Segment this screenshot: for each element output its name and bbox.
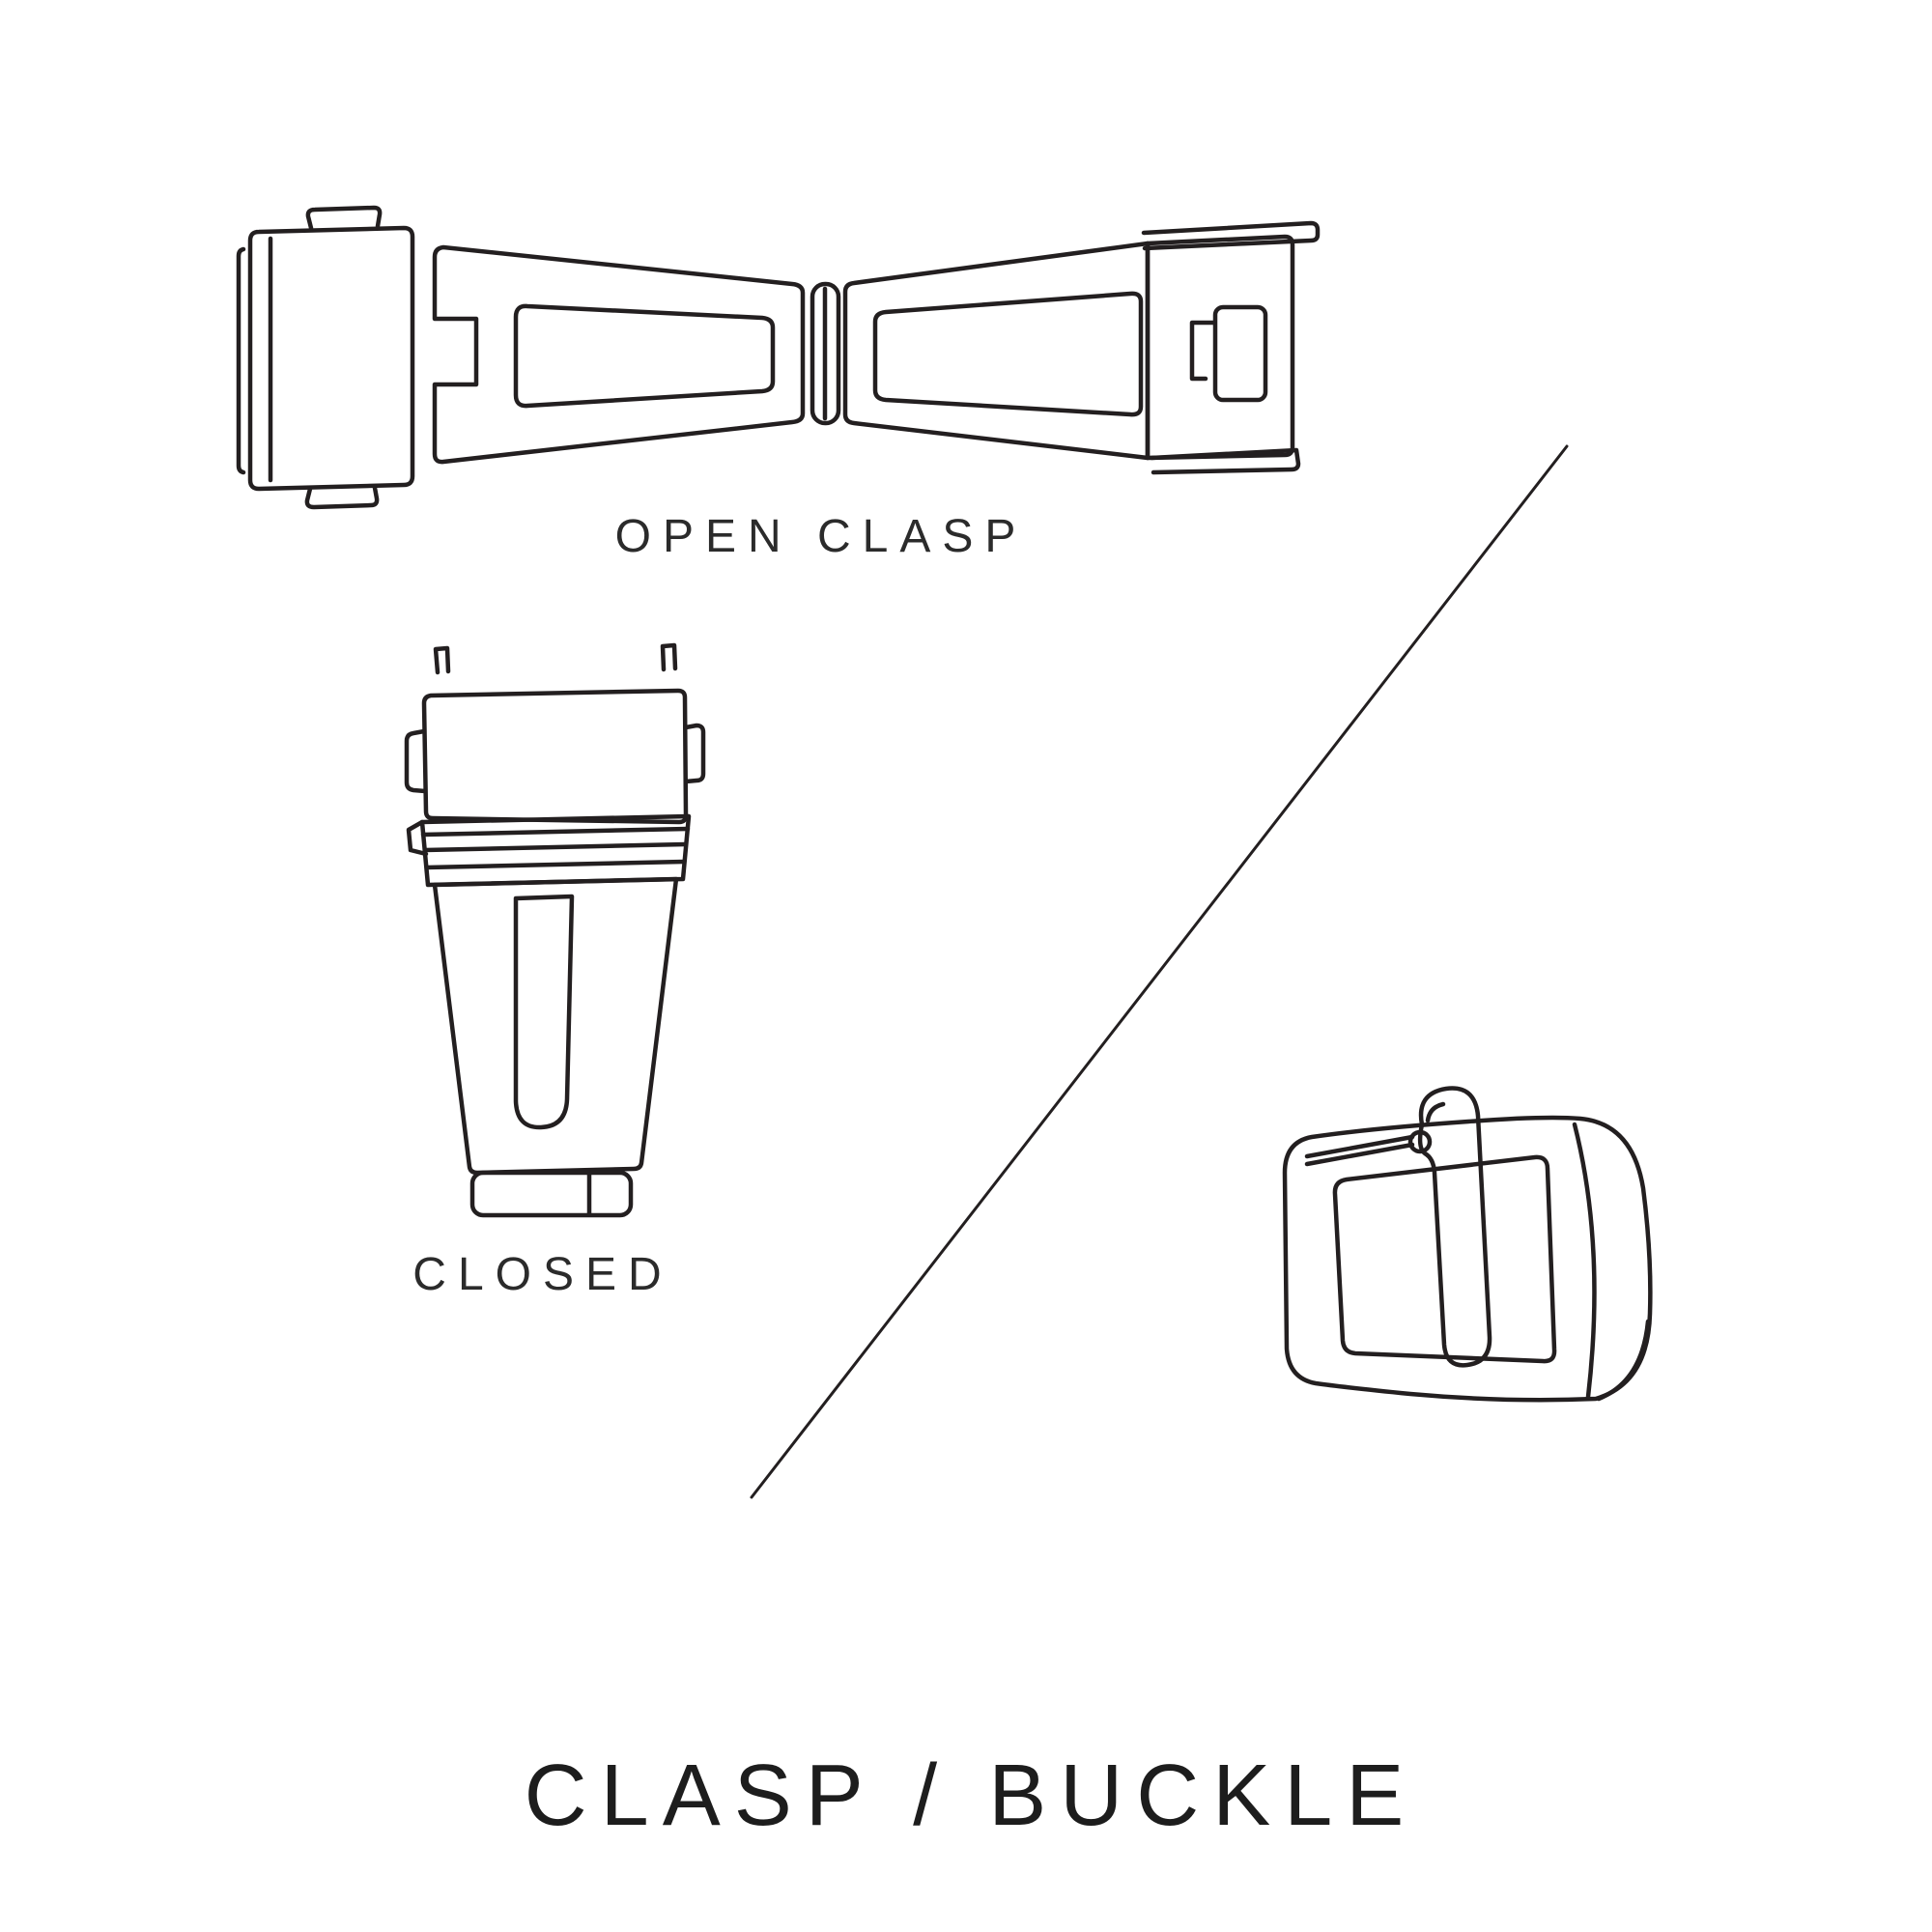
closed-foot (469, 1170, 634, 1218)
clasp-cover-bottom-bump (304, 485, 380, 510)
open-clasp-label: OPEN CLASP (614, 511, 1028, 562)
buckle-illustration (1282, 1086, 1653, 1403)
clasp-cover-left-strip (236, 246, 246, 475)
clasp-end-top-bar (1141, 220, 1321, 251)
closed-clasp-illustration (404, 642, 706, 1218)
closed-band-fold (406, 819, 429, 857)
buckle-tang (1417, 1086, 1492, 1368)
buckle-opening (1332, 1154, 1557, 1364)
closed-band-section (419, 813, 692, 888)
closed-ear-right (683, 723, 706, 784)
closed-top-box (421, 688, 689, 825)
clasp-cover-top-bump (305, 205, 383, 231)
buckle-tang-fold-line (1425, 1101, 1446, 1123)
closed-body-slot (513, 894, 575, 1130)
clasp-end-hook (1189, 320, 1216, 382)
open-clasp-illustration (236, 205, 1321, 510)
clasp-left-blade (432, 244, 806, 465)
clasp-right-blade-window (872, 291, 1144, 417)
clasp-left-blade-window (513, 303, 776, 409)
closed-prong-right (660, 642, 678, 672)
closed-body (432, 876, 679, 1176)
closed-band-line-1 (420, 826, 691, 838)
clasp-right-blade (842, 241, 1151, 461)
closed-prong-left (433, 645, 451, 675)
page-title: CLASP / BUCKLE (524, 1747, 1418, 1844)
buckle-bottom-thickness (1596, 1319, 1651, 1402)
divider-line (750, 444, 1569, 1499)
clasp-end-plate (1145, 234, 1295, 461)
buckle-pin-top (1304, 1134, 1415, 1159)
clasp-cover (247, 225, 415, 492)
closed-label: CLOSED (412, 1249, 673, 1300)
clasp-end-slot (1212, 304, 1268, 403)
buckle-right-bar-edge (1572, 1122, 1597, 1400)
clasp-end-bottom-step (1149, 447, 1301, 475)
clasp-hinge (810, 281, 841, 426)
buckle-pin-bottom (1304, 1142, 1415, 1167)
closed-band-line-2 (422, 841, 689, 853)
closed-ear-left (404, 728, 428, 794)
closed-band-line-3 (424, 859, 687, 870)
